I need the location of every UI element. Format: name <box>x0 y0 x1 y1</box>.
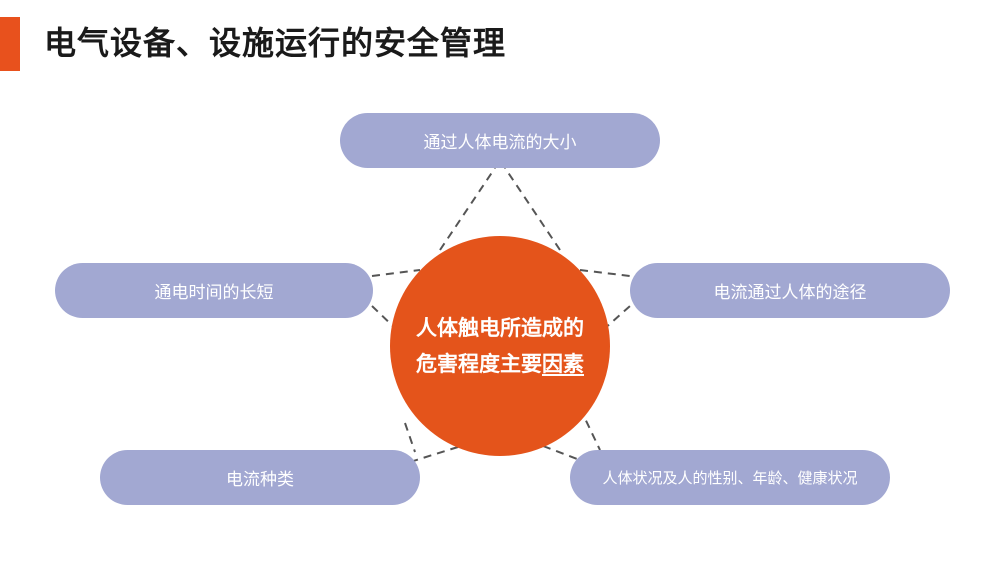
factor-body-condition: 人体状况及人的性别、年龄、健康状况 <box>570 450 890 505</box>
central-topic-circle: 人体触电所造成的 危害程度主要因素 <box>390 236 610 456</box>
connector-line <box>371 269 421 277</box>
factor-label: 电流通过人体的途径 <box>713 283 867 303</box>
factor-label: 通电时间的长短 <box>154 283 274 303</box>
connector-line <box>409 446 459 463</box>
central-topic-line2-prefix: 危害程度主要 <box>416 352 542 376</box>
connector-line <box>504 167 561 251</box>
connector-line <box>439 167 496 251</box>
connector-line <box>542 445 586 463</box>
factor-current-magnitude: 通过人体电流的大小 <box>340 113 660 168</box>
page-title: 电气设备、设施运行的安全管理 <box>44 24 507 62</box>
factor-duration: 通电时间的长短 <box>55 263 373 318</box>
central-topic-line2: 危害程度主要因素 <box>416 346 584 382</box>
title-accent-bar <box>0 17 20 71</box>
central-topic-line1: 人体触电所造成的 <box>416 316 584 340</box>
factor-current-path: 电流通过人体的途径 <box>630 263 950 318</box>
factor-label: 电流种类 <box>226 470 294 490</box>
connector-line <box>579 269 631 277</box>
factor-label: 通过人体电流的大小 <box>423 133 577 153</box>
factor-current-type: 电流种类 <box>100 450 420 505</box>
factor-label: 人体状况及人的性别、年龄、健康状况 <box>602 469 858 487</box>
connector-line <box>404 422 416 453</box>
central-topic-underlined: 因素 <box>542 352 584 376</box>
